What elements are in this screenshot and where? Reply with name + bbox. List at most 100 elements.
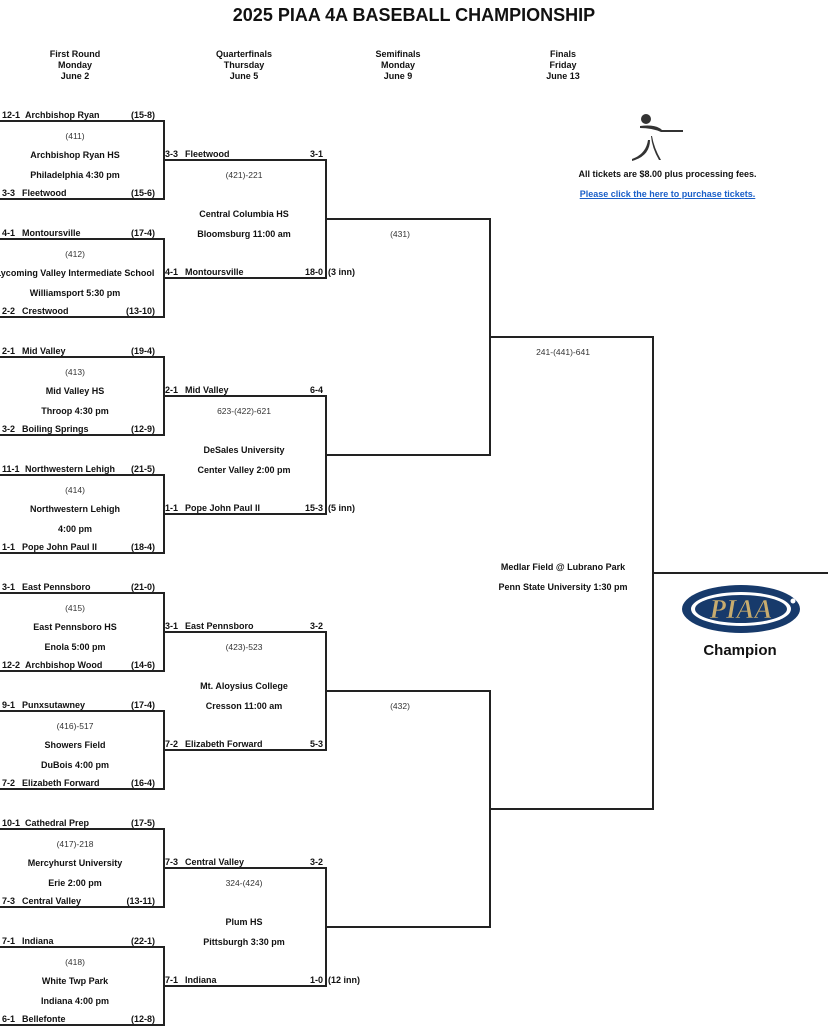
game-venue: Mid Valley HS — [45, 386, 105, 396]
team-record: (15-6) — [130, 188, 155, 198]
team-name[interactable]: Fleetwood — [22, 188, 67, 198]
game-code: (423)-523 — [225, 642, 263, 652]
team-seed: 4-1 — [165, 267, 179, 277]
team-name[interactable]: Bellefonte — [22, 1014, 66, 1024]
game-code: (412) — [65, 249, 85, 259]
team-name[interactable]: East Pennsboro — [185, 621, 254, 631]
round-header-round: Quarterfinals — [215, 49, 273, 59]
team-name[interactable]: Mid Valley — [22, 346, 66, 356]
team-name[interactable]: Fleetwood — [185, 149, 230, 159]
round-header-day: Friday — [549, 60, 577, 70]
round-header-day: Thursday — [223, 60, 265, 70]
game-venue: Showers Field — [44, 740, 106, 750]
champion-line — [652, 572, 828, 574]
team-name[interactable]: Cathedral Prep — [25, 818, 90, 828]
team-seed: 3-2 — [2, 424, 16, 434]
game-code: (418) — [65, 957, 85, 967]
game-city-time: Center Valley 2:00 pm — [197, 465, 291, 475]
game-code: (411) — [65, 131, 85, 141]
team-seed: 7-1 — [165, 975, 179, 985]
team-record: (16-4) — [130, 778, 155, 788]
game-code: 241-(441)-641 — [536, 347, 590, 357]
game-city-time: Throop 4:30 pm — [41, 406, 109, 416]
team-record: (18-4) — [130, 542, 155, 552]
team-name[interactable]: Elizabeth Forward — [185, 739, 263, 749]
game-city-time: Indiana 4:00 pm — [40, 996, 110, 1006]
team-record: (17-5) — [130, 818, 155, 828]
team-name[interactable]: Crestwood — [22, 306, 69, 316]
team-name[interactable]: East Pennsboro — [22, 582, 91, 592]
team-name[interactable]: Indiana — [185, 975, 217, 985]
team-name[interactable]: Boiling Springs — [22, 424, 89, 434]
team-seed: 2-2 — [2, 306, 16, 316]
svg-text:PIAA: PIAA — [708, 594, 772, 624]
game-city-time: Pittsburgh 3:30 pm — [203, 937, 285, 947]
game-venue: DeSales University — [203, 445, 285, 455]
team-seed: 3-1 — [165, 621, 179, 631]
team-record: (12-8) — [130, 1014, 155, 1024]
team-name[interactable]: Montoursville — [22, 228, 81, 238]
extra-innings-note: (3 inn) — [328, 267, 355, 277]
team-record: (14-6) — [130, 660, 155, 670]
team-score: 3-2 — [309, 857, 323, 867]
team-name[interactable]: Pope John Paul II — [185, 503, 261, 513]
round-header-date: June 2 — [60, 71, 90, 81]
game-venue: Central Columbia HS — [199, 209, 289, 219]
team-seed: 3-1 — [2, 582, 16, 592]
semifinal-game — [325, 690, 491, 928]
team-name[interactable]: Central Valley — [22, 896, 82, 906]
team-seed: 1-1 — [2, 542, 16, 552]
game-code: (431) — [390, 229, 410, 239]
team-record: (21-0) — [130, 582, 155, 592]
team-name[interactable]: Indiana — [22, 936, 54, 946]
team-seed: 3-3 — [165, 149, 179, 159]
team-name[interactable]: Pope John Paul II — [22, 542, 98, 552]
team-record: (12-9) — [130, 424, 155, 434]
baseball-batter-icon — [632, 114, 683, 161]
game-code: (432) — [390, 701, 410, 711]
team-seed: 6-1 — [2, 1014, 16, 1024]
game-city-time: Bloomsburg 11:00 am — [197, 229, 291, 239]
extra-innings-note: (5 inn) — [328, 503, 355, 513]
round-header-date: June 13 — [546, 71, 580, 81]
team-score: 3-1 — [309, 149, 323, 159]
team-name[interactable]: Archbishop Ryan — [25, 110, 100, 120]
team-record: (15-8) — [130, 110, 155, 120]
team-name[interactable]: Mid Valley — [185, 385, 229, 395]
game-city-time: Enola 5:00 pm — [44, 642, 106, 652]
team-seed: 12-2 — [2, 660, 21, 670]
page-title: 2025 PIAA 4A BASEBALL CHAMPIONSHIP — [232, 5, 596, 25]
team-name[interactable]: Northwestern Lehigh — [25, 464, 116, 474]
game-venue: Mercyhurst University — [27, 858, 123, 868]
team-score: 3-2 — [309, 621, 323, 631]
game-venue: Plum HS — [225, 917, 263, 927]
game-code: 324-(424) — [225, 878, 263, 888]
round-header-date: June 5 — [229, 71, 259, 81]
team-seed: 4-1 — [2, 228, 16, 238]
team-record: (13-10) — [125, 306, 155, 316]
ticket-info: All tickets are $8.00 plus processing fe… — [578, 169, 757, 179]
purchase-tickets-link[interactable]: Please click the here to purchase ticket… — [579, 189, 756, 199]
team-seed: 3-3 — [2, 188, 16, 198]
team-record: (22-1) — [130, 936, 155, 946]
game-code: (414) — [65, 485, 85, 495]
game-venue: Mt. Aloysius College — [200, 681, 288, 691]
team-name[interactable]: Montoursville — [185, 267, 244, 277]
game-city-time: DuBois 4:00 pm — [40, 760, 110, 770]
game-code: (416)-517 — [56, 721, 94, 731]
team-seed: 12-1 — [2, 110, 21, 120]
game-code: (415) — [65, 603, 85, 613]
game-city-time: Philadelphia 4:30 pm — [30, 170, 120, 180]
round-header-round: Finals — [549, 49, 576, 59]
round-header-day: Monday — [380, 60, 415, 70]
team-seed: 2-1 — [2, 346, 16, 356]
team-seed: 7-3 — [2, 896, 16, 906]
team-name[interactable]: Elizabeth Forward — [22, 778, 100, 788]
game-city-time: Williamsport 5:30 pm — [29, 288, 121, 298]
team-name[interactable]: Punxsutawney — [22, 700, 86, 710]
team-seed: 11-1 — [2, 464, 20, 474]
team-name[interactable]: Central Valley — [185, 857, 245, 867]
team-score: 6-4 — [309, 385, 323, 395]
team-name[interactable]: Archbishop Wood — [25, 660, 103, 670]
team-seed: 1-1 — [165, 503, 179, 513]
